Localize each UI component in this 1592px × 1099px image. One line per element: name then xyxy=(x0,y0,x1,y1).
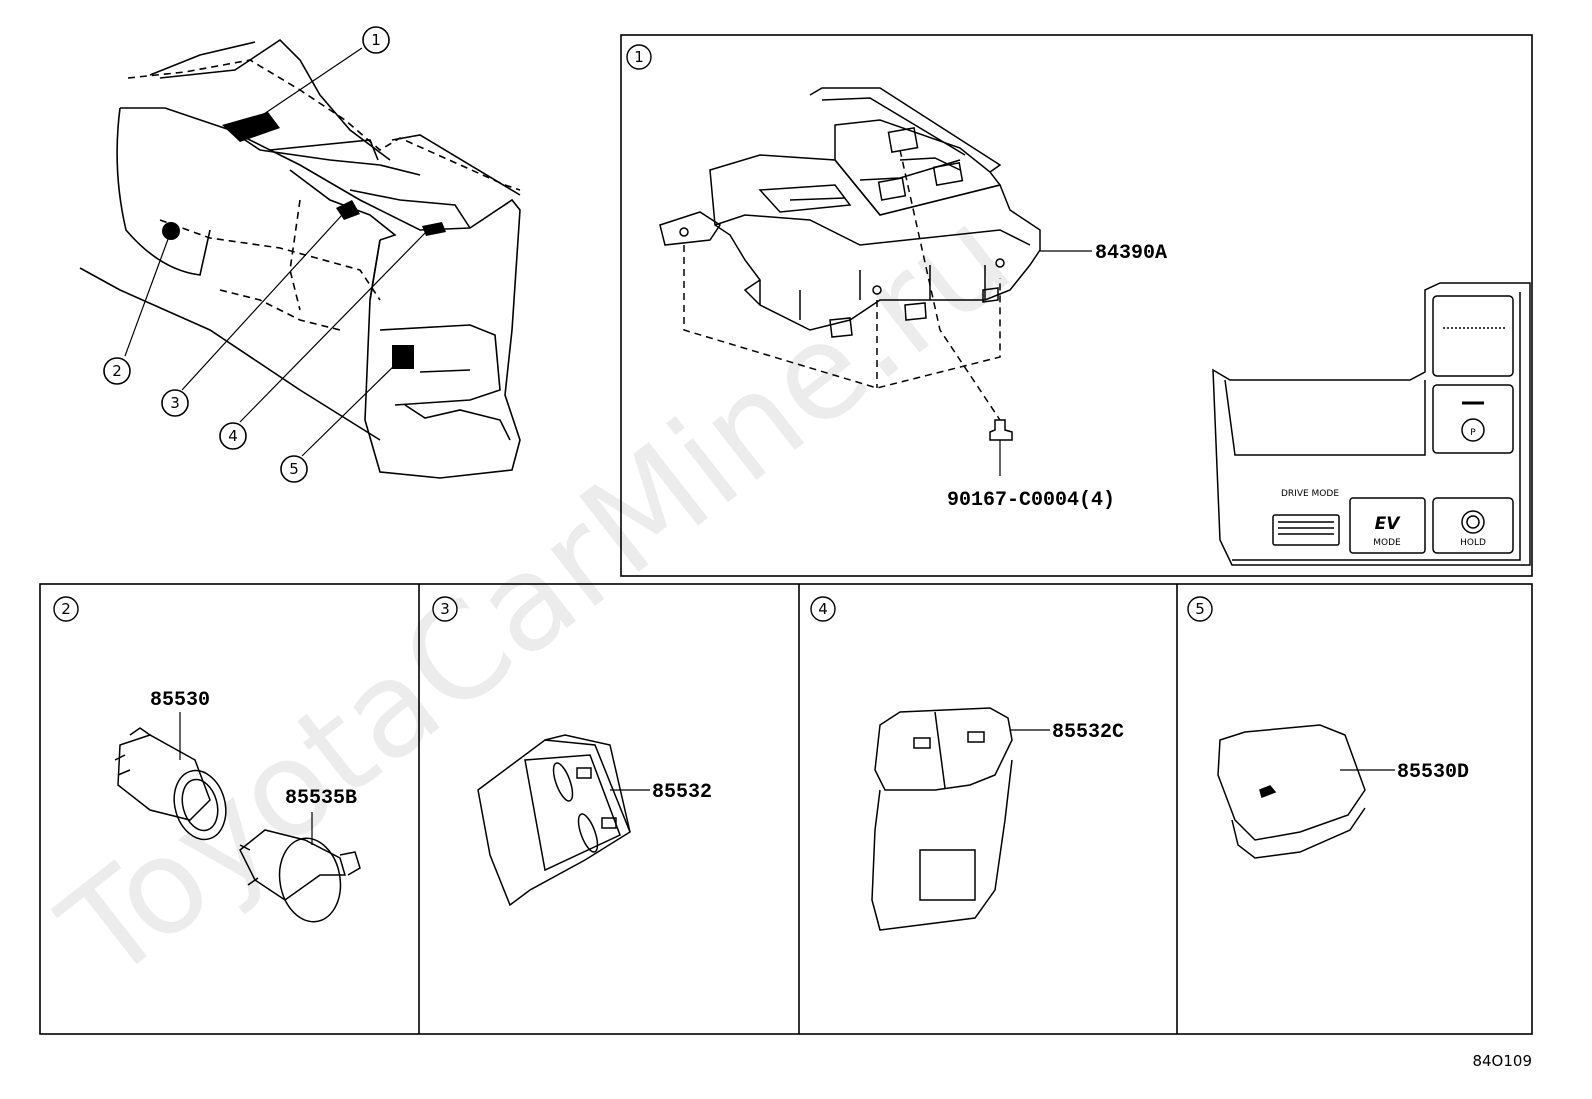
panel-4-index: 4 xyxy=(818,600,828,618)
usb-module-85532C xyxy=(871,707,1050,931)
power-outlet-85530D xyxy=(1217,724,1395,859)
callout-1: 1 xyxy=(371,31,381,49)
switch-assembly-84390A xyxy=(659,87,1092,476)
callout-5: 5 xyxy=(289,460,299,478)
socket-85530 xyxy=(114,712,227,841)
label-ev: EV xyxy=(1375,514,1402,534)
cap-85535B xyxy=(239,812,361,923)
part-85530D: 85530D xyxy=(1397,761,1469,784)
parking-p-glyph: P xyxy=(1470,428,1476,438)
usb-module-85532 xyxy=(477,734,650,907)
part-85532: 85532 xyxy=(652,781,712,804)
part-85535B: 85535B xyxy=(285,787,357,810)
label-mode: MODE xyxy=(1373,538,1401,548)
panel-2-index: 2 xyxy=(61,600,71,618)
panel-1-frame xyxy=(620,34,1533,577)
bottom-row-frames xyxy=(39,583,1533,1035)
callout-2: 2 xyxy=(112,362,122,380)
label-hold: HOLD xyxy=(1460,538,1486,548)
callout-4: 4 xyxy=(228,427,238,445)
panel-5-index: 5 xyxy=(1195,600,1205,618)
part-85532C: 85532C xyxy=(1052,721,1124,744)
label-drive-mode: DRIVE MODE xyxy=(1281,489,1339,499)
callout-3: 3 xyxy=(170,394,180,412)
panel-3-index: 3 xyxy=(440,600,450,618)
panel-1-index: 1 xyxy=(634,48,644,66)
part-84390A: 84390A xyxy=(1095,242,1167,265)
part-85530: 85530 xyxy=(150,689,210,712)
figure-code: 84O109 xyxy=(1472,1052,1532,1070)
part-90167-C0004: 90167-C0004(4) xyxy=(947,489,1115,512)
console-overview xyxy=(79,26,521,483)
switch-panel-inset xyxy=(1212,282,1531,566)
